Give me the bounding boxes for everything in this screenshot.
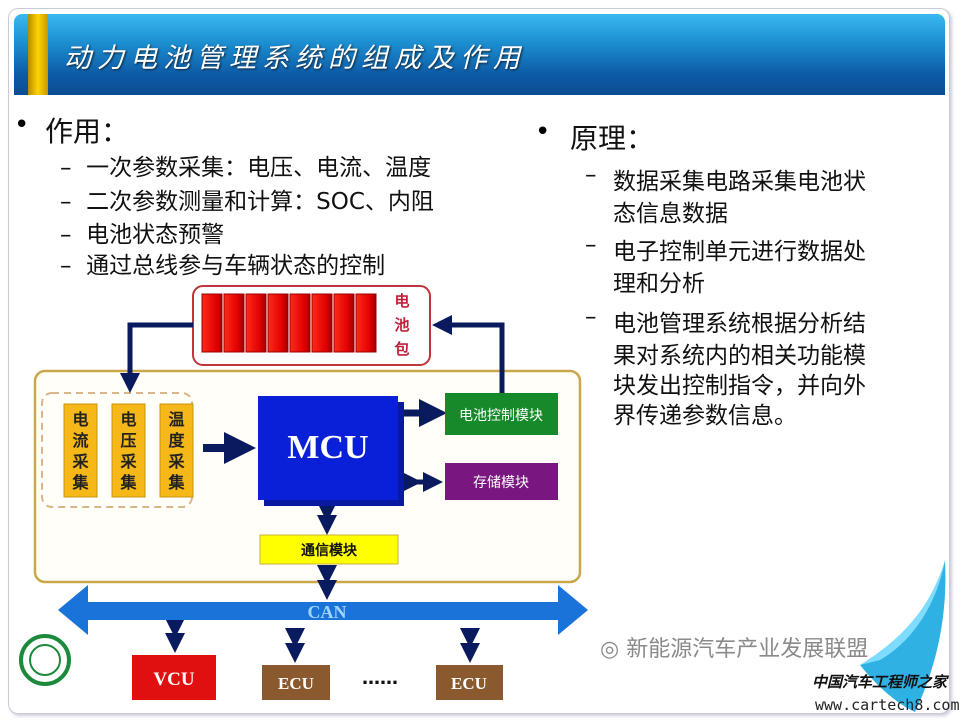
list-item: – 一次参数采集：电压、电流、温度 [60,155,432,181]
storage-module [445,463,558,500]
can-bus [58,585,588,635]
item-text: 理和分析 [613,271,705,297]
battery-control-label: 电池控制模块 [459,408,543,424]
csi-logo [19,634,71,686]
pack-to-sensor-arrow [120,322,193,393]
control-to-pack-arrow [432,315,505,393]
sensor-block [63,403,98,498]
ecu-block [262,665,330,700]
sensor-label: 电 [72,410,88,429]
can-label: CAN [308,602,347,622]
sensor-label: 温 [167,410,184,429]
mcu-block [258,396,398,500]
storage-label: 存储模块 [473,475,529,491]
item-text: 电池状态预警 [86,222,225,248]
bullet: • [535,117,551,147]
ecu-label: ECU [278,674,314,693]
battery-cell [333,293,355,353]
page-curl [860,560,946,712]
sensor-label: 压 [120,431,136,450]
sensor-block [111,403,146,498]
battery-cell [245,293,267,353]
ecu-block [436,665,503,700]
battery-label: 池 [394,316,409,334]
dash: – [585,232,597,258]
slide-title: 动力电池管理系统的组成及作用 [64,43,526,74]
comm-module [259,534,399,565]
wechat-watermark: ◎ 新能源汽车产业发展联盟 [600,637,869,662]
item-text: 界传递参数信息。 [613,403,797,429]
left-heading: 作用： [45,115,130,148]
sensor-label: 电 [120,410,136,429]
battery-cell [311,293,333,353]
sensor-label: 采 [167,452,184,471]
mcu-label: MCU [287,429,368,466]
battery-pack: 电 池 包 [192,285,431,366]
site-name: 中国汽车工程师之家 [812,673,948,691]
ellipsis: …… [362,668,398,689]
battery-label: 电 [394,292,409,310]
slide-frame [8,8,950,714]
sensor-label: 采 [71,452,88,471]
item-text: 二次参数测量和计算：SOC、内阻 [86,189,434,215]
wechat-text: 新能源汽车产业发展联盟 [626,637,869,662]
vcu-label: VCU [153,669,194,690]
item-text: 果对系统内的相关功能模 [613,343,866,369]
dash: – [585,304,597,330]
sensor-label: 流 [72,431,88,450]
battery-cell [223,293,245,353]
dash: – [585,162,597,188]
arrows [120,315,505,663]
battery-cell [267,293,289,353]
item-text: 通过总线参与车辆状态的控制 [86,253,386,279]
title-bar: 动力电池管理系统的组成及作用 [14,14,945,95]
bullet: • [14,110,30,140]
right-heading: 原理： [570,122,655,155]
item-text: 一次参数采集：电压、电流、温度 [86,155,432,181]
battery-cell [355,293,377,353]
list-item: – 通过总线参与车辆状态的控制 [60,253,386,279]
item-text: 电子控制单元进行数据处 [613,239,866,265]
battery-cell [289,293,311,353]
title-accent-strip [28,14,48,95]
item-text: 电池管理系统根据分析结 [613,311,866,337]
site-url: www.cartech8.com [815,696,960,714]
battery-cell [201,293,223,353]
item-text: 数据采集电路采集电池状 [613,169,866,195]
comm-label: 通信模块 [301,542,358,559]
sensor-label: 集 [167,473,185,492]
list-item: – 电池状态预警 [60,222,225,248]
sensor-label: 集 [119,473,137,492]
sensor-label: 度 [168,431,185,450]
item-text: 块发出控制指令，并向外 [613,373,866,399]
list-item: – 二次参数测量和计算：SOC、内阻 [60,189,434,215]
vcu-block [132,655,216,700]
sensor-label: 集 [71,473,89,492]
sensor-label: 采 [119,452,136,471]
item-text: 态信息数据 [613,201,728,227]
battery-control-module [445,393,558,435]
sensor-block [159,403,194,498]
ecu-label: ECU [451,674,487,693]
battery-label: 包 [394,340,409,358]
